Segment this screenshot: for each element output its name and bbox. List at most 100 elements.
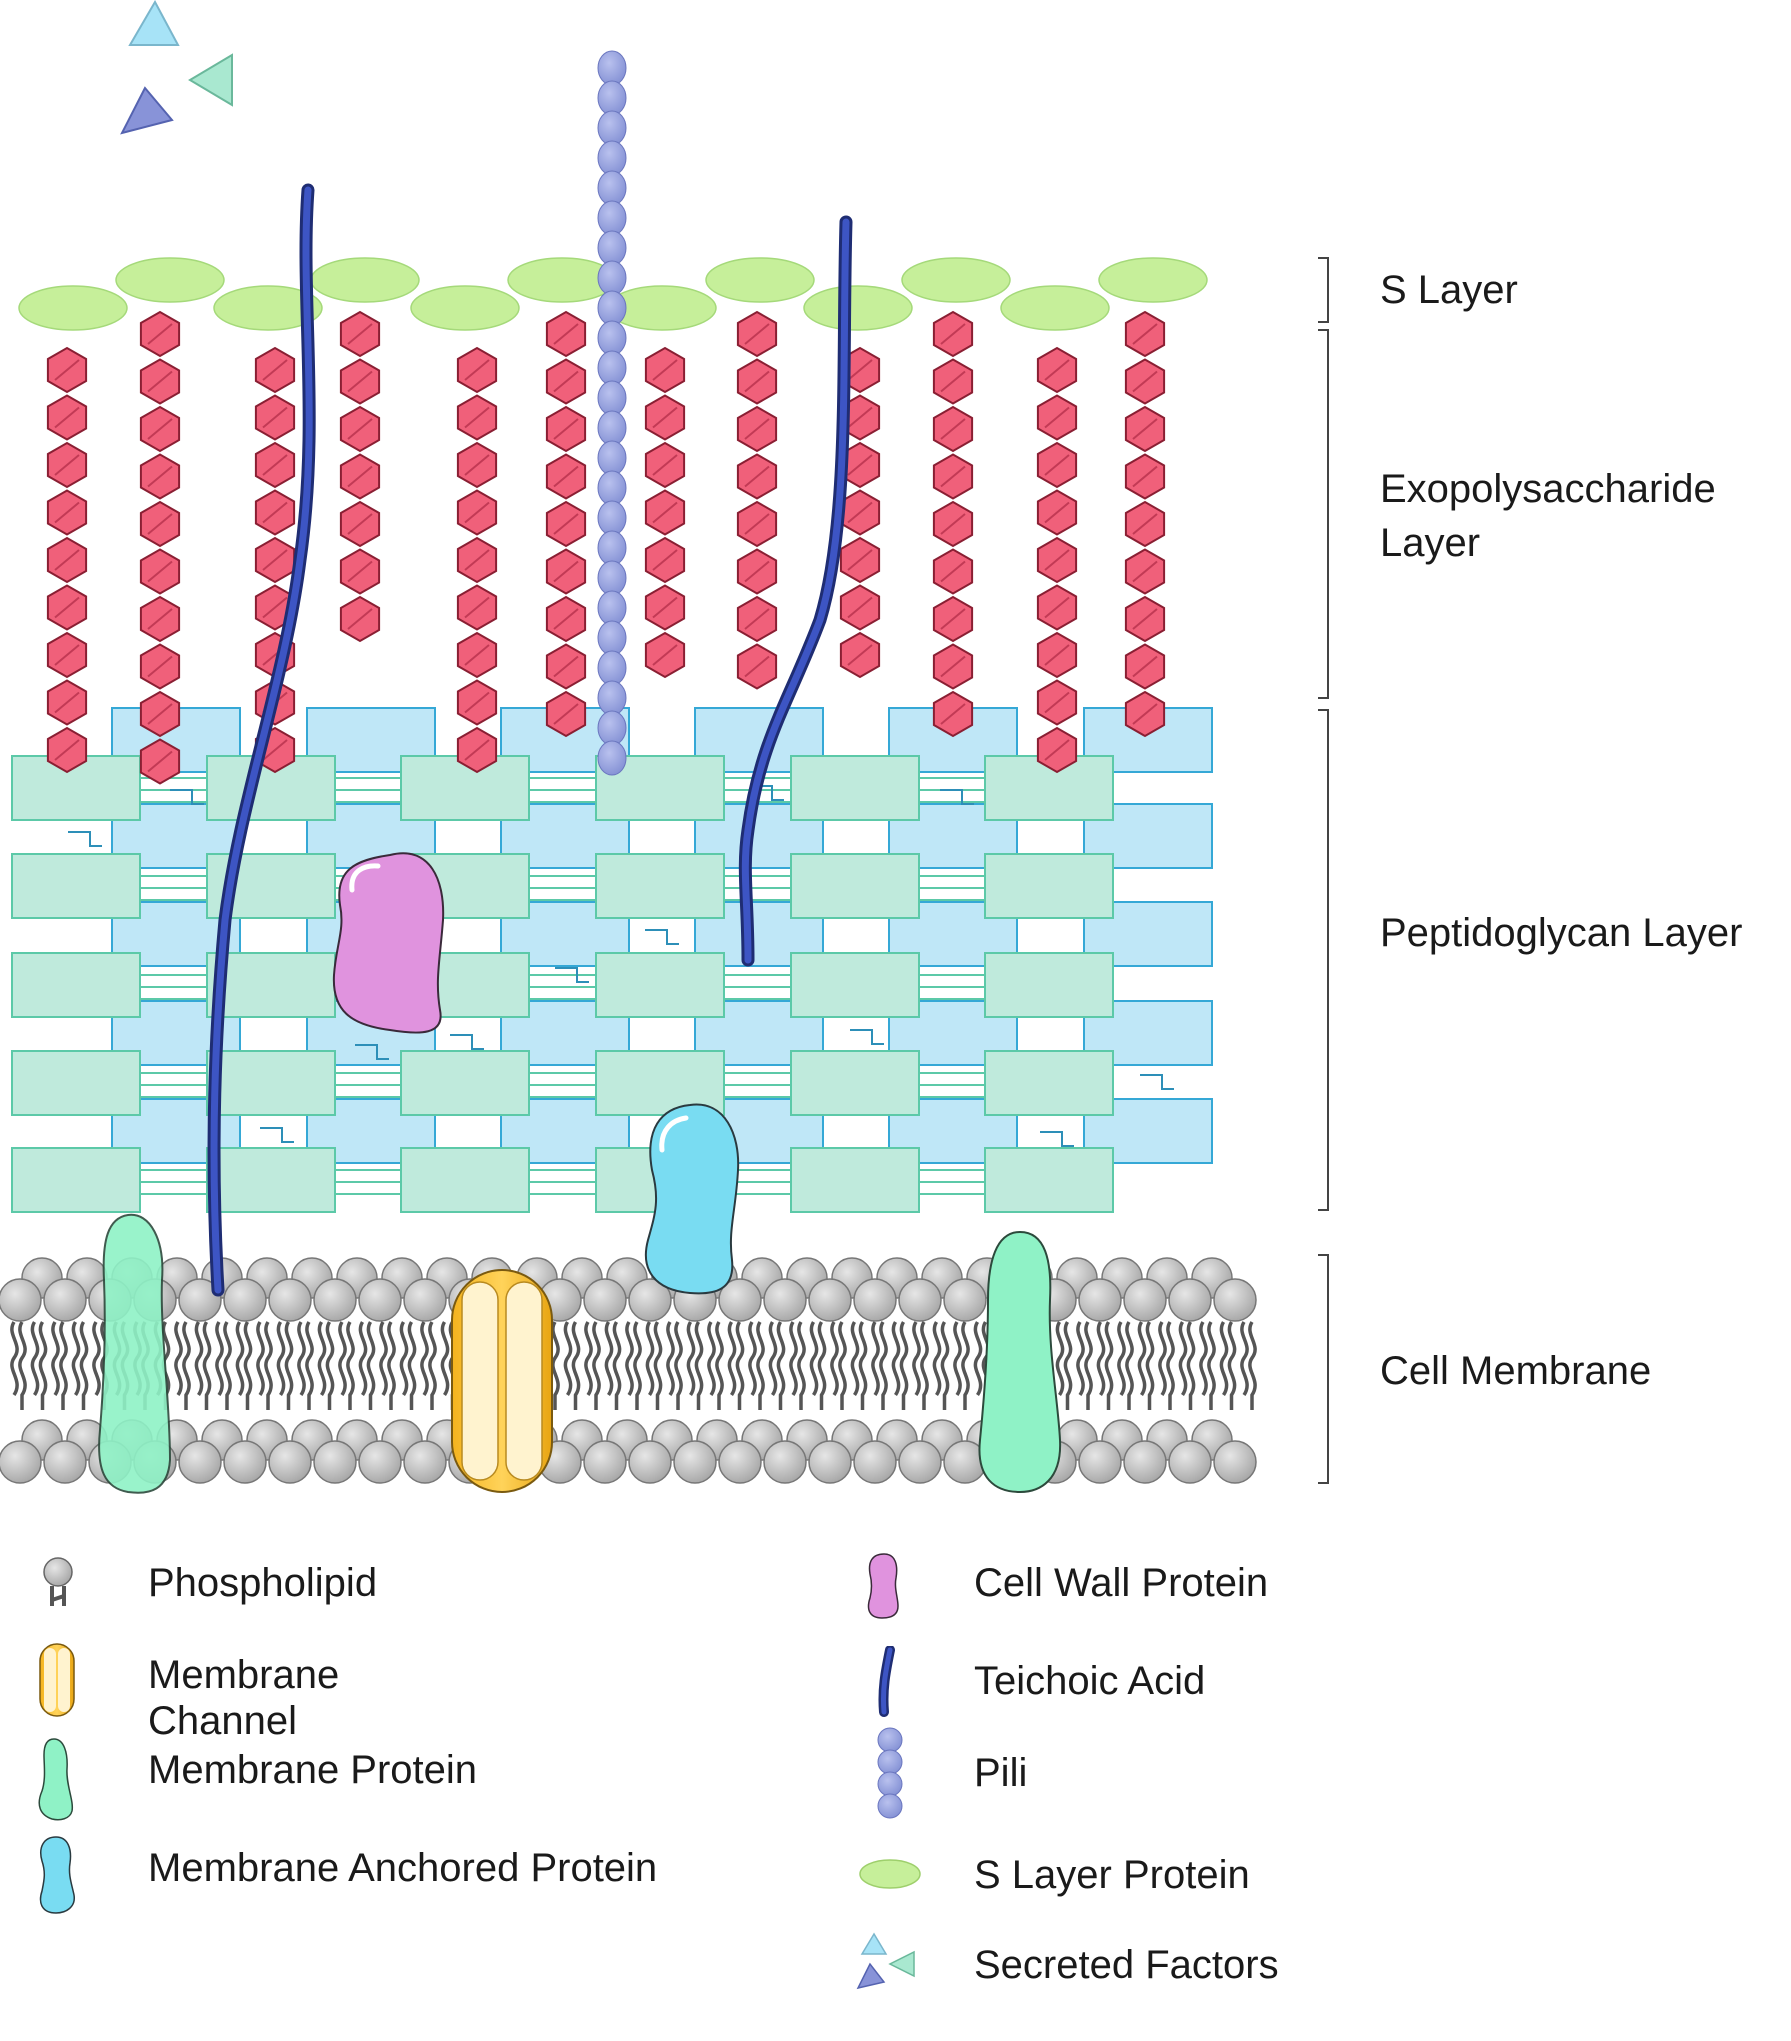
linker bbox=[450, 1034, 484, 1050]
membrane-protein-icon bbox=[38, 1738, 74, 1821]
legend-membrane-channel: Membrane Channel bbox=[30, 1640, 810, 1743]
membrane-protein-right bbox=[978, 1230, 1062, 1494]
legend-pili: Pili bbox=[856, 1726, 1636, 1819]
membrane-channel-icon bbox=[39, 1643, 75, 1717]
pili-bead bbox=[597, 320, 627, 356]
linker bbox=[68, 831, 102, 847]
pili-bead bbox=[597, 470, 627, 506]
linker bbox=[170, 789, 204, 805]
linker bbox=[850, 1029, 884, 1045]
s-layer-protein bbox=[901, 257, 1011, 303]
linker bbox=[355, 1044, 389, 1060]
pili-bead bbox=[597, 170, 627, 206]
pili-bead bbox=[597, 350, 627, 386]
linker bbox=[940, 789, 974, 805]
s-layer-protein bbox=[705, 257, 815, 303]
s-layer-protein bbox=[115, 257, 225, 303]
s-layer-protein bbox=[1098, 257, 1208, 303]
pili-bead bbox=[597, 530, 627, 566]
pili-bead bbox=[597, 680, 627, 716]
glycan-block-green bbox=[984, 1050, 1114, 1116]
cell-membrane bbox=[0, 1257, 1257, 1484]
label-cell-membrane: Cell Membrane bbox=[1380, 1349, 1652, 1393]
legend-membrane-protein: Membrane Protein bbox=[30, 1735, 810, 1821]
glycan-block-green bbox=[984, 1147, 1114, 1213]
membrane-channel bbox=[451, 1269, 553, 1493]
secreted-factors-icon bbox=[856, 1932, 915, 1990]
linker bbox=[1040, 1131, 1074, 1147]
legend-teichoic-acid: Teichoic Acid bbox=[856, 1646, 1636, 1726]
pili-icon bbox=[877, 1727, 903, 1819]
legend-phospholipid: Phospholipid bbox=[30, 1548, 810, 1628]
pili-bead bbox=[597, 380, 627, 416]
legend-secreted-factors-label: Secreted Factors bbox=[974, 1943, 1279, 1987]
cell-wall-protein-icon bbox=[867, 1553, 899, 1619]
glycan-block-green bbox=[11, 952, 141, 1018]
s-layer-protein-icon bbox=[859, 1859, 921, 1889]
s-layer-protein bbox=[1000, 285, 1110, 331]
pili-bead bbox=[597, 620, 627, 656]
glycan-block-green bbox=[400, 1050, 530, 1116]
glycan-block-green bbox=[11, 1050, 141, 1116]
label-exopolysaccharide-line1: Exopolysaccharide bbox=[1380, 467, 1716, 511]
pili-bead bbox=[597, 440, 627, 476]
glycan-block-green bbox=[206, 1050, 336, 1116]
pili-bead bbox=[597, 260, 627, 296]
teichoic-acid-icon bbox=[878, 1646, 895, 1717]
pili-bead bbox=[597, 290, 627, 326]
membrane-anchored-protein-icon bbox=[39, 1836, 75, 1914]
glycan-block-green bbox=[984, 952, 1114, 1018]
membrane-protein-left bbox=[98, 1213, 172, 1494]
cell-envelope-diagram bbox=[0, 0, 1329, 1494]
pili-bead bbox=[597, 80, 627, 116]
legend-s-layer-protein: S Layer Protein bbox=[856, 1840, 1636, 1920]
pili-bead bbox=[597, 50, 627, 86]
pili-bead bbox=[597, 230, 627, 266]
legend-membrane-protein-label: Membrane Protein bbox=[148, 1748, 478, 1792]
glycan-block-green bbox=[206, 952, 336, 1018]
membrane-anchored-protein bbox=[644, 1103, 740, 1295]
glycan-block-green bbox=[790, 755, 920, 821]
label-peptidoglycan-layer: Peptidoglycan Layer bbox=[1380, 911, 1743, 955]
legend-cell-wall-protein: Cell Wall Protein bbox=[856, 1548, 1636, 1628]
pili-bead bbox=[597, 710, 627, 746]
s-layer-protein bbox=[410, 285, 520, 331]
pili-bead bbox=[597, 500, 627, 536]
s-layer-protein bbox=[803, 285, 913, 331]
legend-s-layer-protein-label: S Layer Protein bbox=[974, 1853, 1250, 1897]
legend-secreted-factors: Secreted Factors bbox=[856, 1930, 1636, 2010]
linker bbox=[1140, 1074, 1174, 1090]
pili-bead bbox=[597, 650, 627, 686]
s-layer-protein bbox=[18, 285, 128, 331]
phospholipid-icon bbox=[43, 1557, 73, 1606]
layer-brackets bbox=[1318, 257, 1329, 1484]
lipid-tails bbox=[10, 1321, 1257, 1410]
s-layer-protein bbox=[310, 257, 420, 303]
pili-bead bbox=[597, 590, 627, 626]
glycan-block-green bbox=[595, 853, 725, 919]
glycan-block-green bbox=[790, 1050, 920, 1116]
glycan-block-green bbox=[984, 853, 1114, 919]
legend-membrane-channel-label-1: Membrane bbox=[148, 1653, 340, 1697]
glycan-block-green bbox=[790, 952, 920, 1018]
legend-membrane-channel-label-2: Channel bbox=[148, 1699, 298, 1743]
label-s-layer: S Layer bbox=[1380, 268, 1518, 312]
secreted-factors bbox=[120, 0, 233, 135]
glycan-block-green bbox=[400, 1147, 530, 1213]
glycan-block-green bbox=[595, 952, 725, 1018]
legend-phospholipid-label: Phospholipid bbox=[148, 1561, 378, 1605]
glycan-block-green bbox=[790, 853, 920, 919]
legend-membrane-anchored-protein-label: Membrane Anchored Protein bbox=[148, 1846, 658, 1890]
pili-bead bbox=[597, 560, 627, 596]
linker bbox=[555, 967, 589, 983]
pili-bead bbox=[597, 110, 627, 146]
exopolysaccharide-layer bbox=[46, 310, 1166, 785]
glycan-block-green bbox=[400, 755, 530, 821]
glycan-block-green bbox=[11, 1147, 141, 1213]
pili-bead bbox=[597, 200, 627, 236]
s-layer-protein bbox=[213, 285, 323, 331]
pili-bead bbox=[597, 740, 627, 776]
pili-chain bbox=[597, 50, 627, 776]
glycan-block-green bbox=[11, 853, 141, 919]
glycan-block-green bbox=[206, 1147, 336, 1213]
